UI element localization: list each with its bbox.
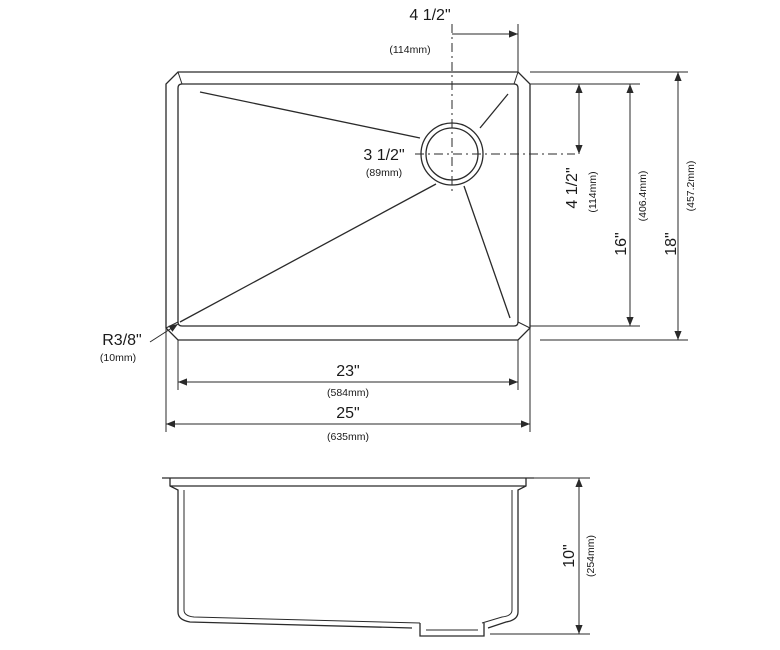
sink-side-view (162, 477, 534, 637)
corner-radius-imperial: R3/8" (102, 332, 141, 349)
outer-depth-metric: (457.2mm) (685, 161, 697, 212)
sink-top-view (165, 24, 575, 341)
inner-width-imperial: 23" (336, 363, 359, 380)
corner-radius-metric: (10mm) (100, 352, 136, 364)
slope-line (463, 185, 511, 319)
drain-offset-metric: (114mm) (389, 44, 430, 56)
slope-line (199, 91, 421, 139)
side-wall-left (169, 478, 413, 629)
dimension-inner-width: 23" (584mm) (177, 340, 519, 399)
drain-from-top-metric: (114mm) (587, 171, 599, 212)
outer-width-imperial: 25" (336, 405, 359, 422)
dimension-bowl-depth: 10" (254mm) (490, 477, 597, 635)
dimension-outer-depth: 18" (457.2mm) (530, 71, 697, 341)
bowl-depth-imperial: 10" (561, 544, 578, 567)
dimension-outer-width: 25" (635mm) (165, 328, 531, 443)
outer-depth-imperial: 18" (663, 232, 680, 255)
inner-depth-imperial: 16" (613, 232, 630, 255)
slope-line (179, 183, 437, 323)
drain-diameter-metric: (89mm) (366, 167, 402, 179)
side-inner-contour-right (481, 490, 513, 624)
inner-depth-metric: (406.4mm) (637, 171, 649, 222)
outer-width-metric: (635mm) (327, 431, 369, 443)
corner-line (513, 71, 519, 85)
drain-inner-ring (425, 127, 479, 181)
dimension-drain-from-top: 4 1/2" (114mm) (530, 83, 599, 213)
drain-diameter-imperial: 3 1/2" (363, 147, 404, 164)
drain-from-top-imperial: 4 1/2" (564, 167, 581, 208)
bowl-depth-metric: (254mm) (585, 535, 597, 577)
corner-line (517, 321, 531, 329)
slope-line (479, 93, 509, 129)
inner-width-metric: (584mm) (327, 387, 369, 399)
inner-bowl (177, 83, 519, 327)
drain-offset-imperial: 4 1/2" (409, 7, 450, 24)
dimension-drain-diameter: 3 1/2" (89mm) (363, 147, 404, 179)
dimension-drain-offset: 4 1/2" (114mm) (389, 7, 519, 72)
dimension-inner-depth: 16" (406.4mm) (530, 83, 649, 327)
corner-line (177, 71, 183, 85)
side-wall-right (487, 478, 527, 629)
side-inner-contour-left (183, 490, 421, 624)
side-drain-outlet (419, 623, 485, 637)
dimension-corner-radius: R3/8" (10mm) (100, 323, 179, 364)
